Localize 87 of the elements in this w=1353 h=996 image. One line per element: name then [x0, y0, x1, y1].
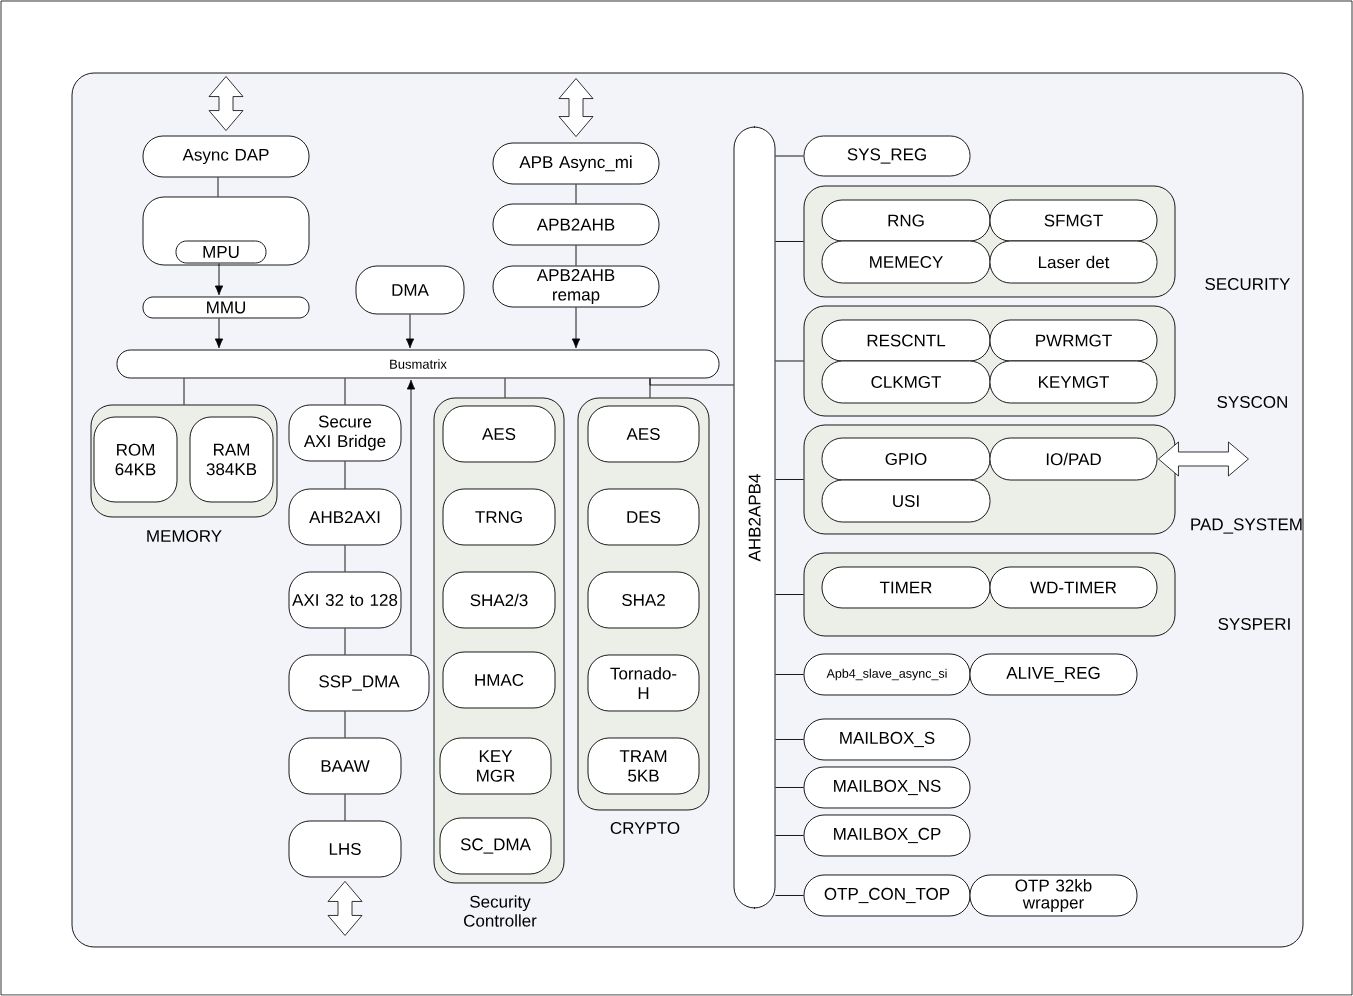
group-label: CRYPTO	[610, 822, 680, 834]
connector-line	[344, 378, 346, 405]
group-label: SYSPERI	[1218, 618, 1290, 630]
bus-bar: AHB2APB4	[733, 126, 776, 909]
group-label: SYSCON	[1217, 396, 1287, 408]
block-box: MAILBOX_S	[803, 718, 971, 761]
block-box: DES	[587, 488, 700, 546]
block-box: AHB2AXI	[288, 488, 402, 546]
bus-arrow	[1158, 441, 1249, 477]
connector-line	[571, 307, 581, 349]
block-box: IO/PAD	[989, 437, 1158, 481]
connector-line	[214, 318, 224, 349]
connector-line	[344, 545, 346, 572]
block-box: TIMER	[821, 566, 991, 609]
block-box: RAM 384KB	[189, 416, 274, 503]
block-box: PWRMGT	[989, 319, 1158, 362]
block-box: MEMECY	[821, 240, 991, 284]
group-label: PAD_SYSTEM	[1191, 518, 1302, 534]
block-box: SHA2/3	[442, 571, 556, 629]
block-box: APB Async_mi	[492, 142, 660, 185]
connector-line	[775, 739, 804, 740]
block-box: SHA2	[587, 571, 700, 629]
block-box: ALIVE_REG	[969, 653, 1138, 696]
group-label: SECURITY	[1205, 278, 1291, 290]
block-box: AXI 32 to 128	[288, 571, 402, 629]
group-label: MEMORY	[147, 530, 222, 542]
block-box: Async DAP	[142, 135, 310, 178]
block-box: MAILBOX_CP	[803, 814, 971, 857]
connector-line	[575, 245, 577, 266]
bus-bar: Busmatrix	[116, 349, 720, 379]
block-box: AES	[442, 405, 556, 463]
block-box: BAAW	[288, 737, 402, 795]
block-box: RNG	[821, 199, 991, 242]
block-box: APB2AHB	[492, 203, 660, 246]
connector-line	[504, 378, 506, 398]
block-box: HMAC	[442, 651, 556, 709]
block-box: SYS_REG	[803, 135, 971, 177]
block-box: AES	[587, 405, 700, 463]
connector-line	[217, 177, 219, 197]
connector-line	[775, 674, 804, 675]
block-box: SC_DMA	[439, 817, 552, 875]
connector-line	[775, 360, 804, 362]
block-box: LHS	[288, 820, 402, 878]
bus-arrow	[558, 78, 594, 137]
connector-line	[775, 241, 804, 242]
block-box: CLKMGT	[821, 360, 991, 404]
connector-line	[775, 155, 804, 157]
block-box: Tornado-H	[587, 654, 700, 712]
connector-line	[775, 479, 804, 480]
connector-line	[575, 184, 577, 204]
connector-line	[344, 711, 346, 738]
block-box: MMU	[142, 296, 310, 319]
connector-line	[406, 379, 416, 655]
connector-line	[775, 835, 804, 836]
block-box: GPIO	[821, 437, 991, 481]
block-box: KEY MGR	[439, 737, 552, 795]
block-box: USI	[821, 479, 991, 523]
block-box: SSP_DMA	[288, 654, 430, 712]
block-box: ROM 64KB	[93, 416, 178, 503]
connector-line	[344, 461, 346, 489]
bus-arrow	[327, 881, 363, 936]
block-box: SFMGT	[989, 199, 1158, 242]
connector-line	[183, 378, 185, 405]
group-label: Security Controller	[464, 895, 537, 927]
block-box: Secure AXI Bridge	[288, 404, 402, 462]
block-box: MAILBOX_NS	[803, 766, 971, 809]
block-box: Laser det	[989, 240, 1158, 284]
block-box: RESCNTL	[821, 319, 991, 362]
block-box: DMA	[355, 265, 465, 315]
block-box: MPU	[175, 240, 267, 264]
block-box: TRAM 5KB	[587, 737, 700, 795]
connector-line	[775, 895, 804, 896]
connector-line	[214, 263, 224, 296]
block-box: KEYMGT	[989, 360, 1158, 404]
block-box: OTP_CON_TOP	[803, 874, 971, 917]
bus-arrow	[208, 76, 244, 131]
block-box: OTP 32kb wrapper	[969, 874, 1138, 917]
connector-line	[649, 378, 734, 386]
block-box: WD-TIMER	[989, 566, 1158, 609]
block-box: APB2AHB remap	[492, 265, 660, 308]
block-box: TRNG	[442, 488, 556, 546]
connector-line	[775, 787, 804, 788]
connector-line	[344, 628, 346, 655]
connector-line	[405, 314, 415, 349]
connector-line	[775, 594, 804, 595]
connector-line	[344, 794, 346, 821]
block-box: Apb4_slave_async_si	[803, 653, 971, 696]
